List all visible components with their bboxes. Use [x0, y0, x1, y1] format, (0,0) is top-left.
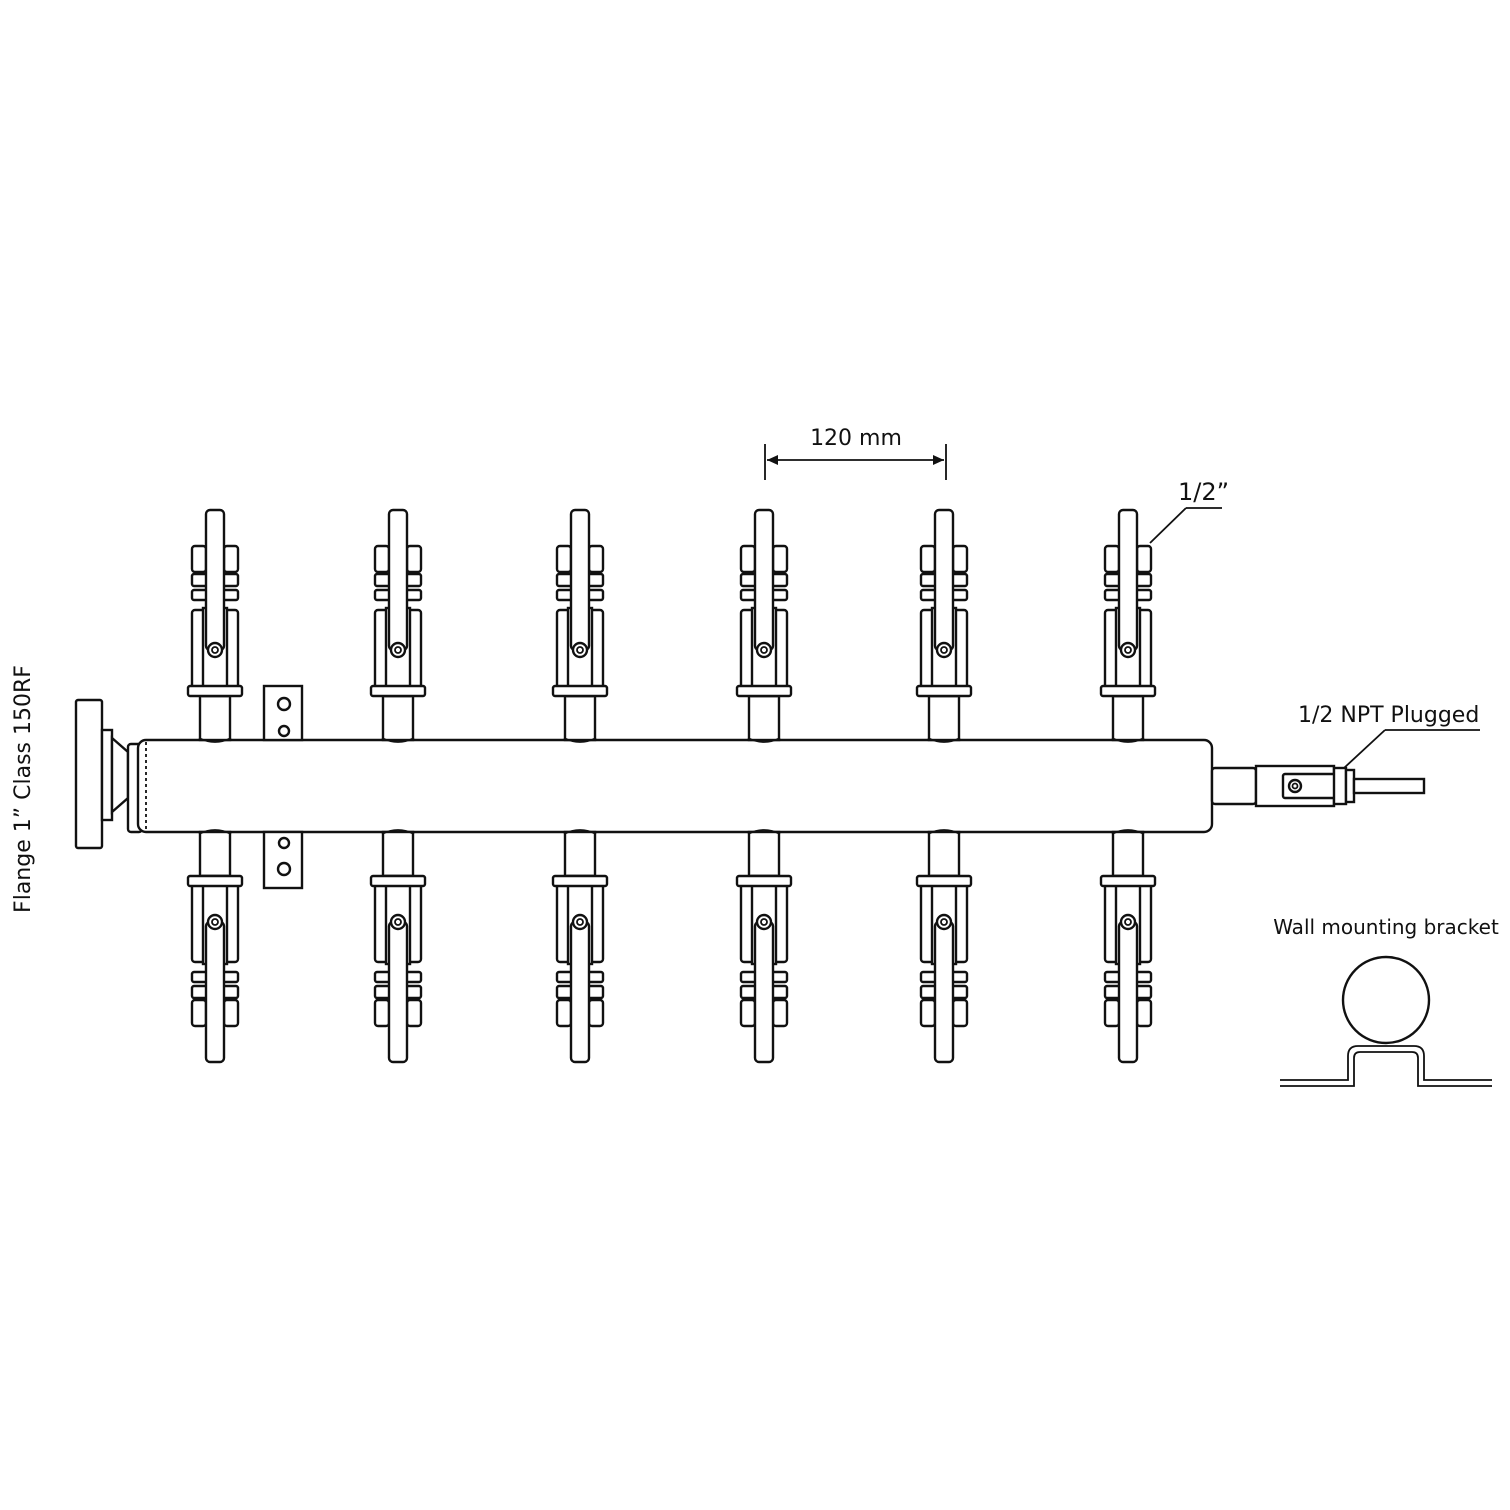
bottom-outlet-valve-3 [551, 829, 609, 1064]
top-outlet-valve-5 [915, 508, 973, 743]
top-outlet-valve-6 [1099, 508, 1157, 743]
bracket-caption: Wall mounting bracket [1273, 915, 1499, 939]
plug-label: 1/2 NPT Plugged [1298, 703, 1479, 728]
header-wall-bracket [262, 684, 304, 890]
spacing-label: 120 mm [810, 426, 902, 451]
npt-plug-assembly [1210, 764, 1426, 808]
bottom-outlet-valve-4 [735, 829, 793, 1064]
outlet-size-label: 1/2” [1178, 478, 1229, 506]
top-outlet-valve-1 [186, 508, 244, 743]
outlet-valves [186, 508, 1157, 1064]
wall-bracket-detail: Wall mounting bracket [1273, 915, 1499, 1087]
top-outlet-valve-3 [551, 508, 609, 743]
header-pipe [136, 738, 1214, 834]
top-outlet-valve-4 [735, 508, 793, 743]
inlet-flange [74, 698, 144, 850]
bottom-outlet-valve-5 [915, 829, 973, 1064]
bottom-outlet-valve-1 [186, 829, 244, 1064]
outlet-size-callout: 1/2” [1149, 478, 1229, 544]
plug-callout: 1/2 NPT Plugged [1298, 703, 1480, 769]
bottom-outlet-valve-2 [369, 829, 427, 1064]
spacing-dimension: 120 mm [764, 426, 947, 480]
top-outlet-valve-2 [369, 508, 427, 743]
flange-label: Flange 1” Class 150RF [11, 665, 36, 913]
bottom-outlet-valve-6 [1099, 829, 1157, 1064]
